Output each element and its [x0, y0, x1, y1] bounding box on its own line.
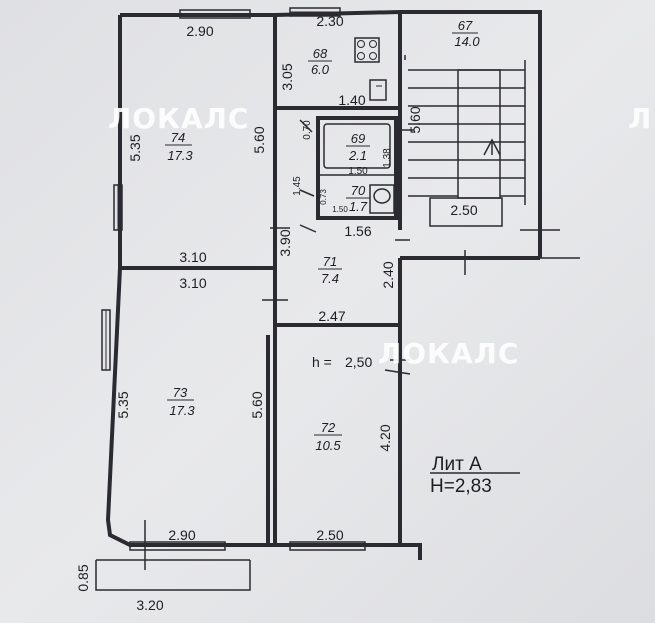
dim-corridor-left: 3.90 [277, 229, 293, 256]
litera-note: Лит А H=2,83 [430, 454, 520, 497]
doors [144, 119, 560, 570]
room-68-area: 6.0 [311, 62, 330, 77]
room-73-label: 73 17.3 [167, 385, 195, 418]
room-69-label: 69 2.1 [346, 131, 370, 163]
toilet [369, 184, 395, 214]
windows [101, 7, 366, 551]
room-68-label: 68 6.0 [308, 46, 332, 77]
dim-r72-bottom: 2.50 [316, 527, 343, 543]
room-67-area: 14.0 [454, 34, 480, 49]
balcony [95, 559, 251, 591]
ceiling-height-label: h = [312, 354, 332, 370]
dim-r68-left: 3.05 [279, 63, 295, 90]
room-67-label: 67 14.0 [452, 18, 480, 49]
room-71-number: 71 [323, 254, 337, 269]
watermark-brand-top: ЛОКАЛС [108, 102, 249, 135]
room-74-area: 17.3 [167, 148, 193, 163]
room-70-number: 70 [351, 183, 366, 198]
bathtub [323, 123, 391, 169]
dim-bath-width: 1.50 [348, 166, 368, 177]
dim-balcony-width: 3.20 [136, 597, 163, 613]
room-72-number: 72 [321, 420, 336, 435]
dim-bath-height: 1.38 [382, 148, 393, 168]
room-74-label: 74 17.3 [165, 130, 193, 163]
room-68-number: 68 [313, 46, 328, 61]
room-71-area: 7.4 [321, 271, 339, 286]
dim-bath-left: 0.70 [302, 120, 313, 140]
room-72-label: 72 10.5 [314, 420, 342, 453]
dim-r72-right: 4.20 [377, 424, 393, 451]
room-69-area: 2.1 [348, 148, 367, 163]
litera-height: H=2,83 [430, 476, 492, 497]
dim-r74-right: 5.60 [251, 126, 267, 153]
dim-stair-height: 5.60 [407, 106, 423, 133]
dim-r68-top: 2.30 [316, 13, 343, 29]
ceiling-height-value: 2,50 [345, 354, 372, 370]
dim-wc-left: 1.45 [292, 176, 303, 196]
litera-name: Лит А [432, 454, 482, 475]
room-72-area: 10.5 [315, 438, 341, 453]
kitchen-sink [369, 79, 387, 101]
dim-corridor-bottom: 2.47 [318, 308, 345, 324]
dimension-labels: 2.90 5.35 5.60 3.10 3.10 5.35 5.60 2.90 … [75, 13, 478, 613]
kitchen-stove [354, 37, 380, 63]
dim-r73-left: 5.35 [115, 391, 131, 418]
room-70-area: 1.7 [349, 199, 368, 214]
dim-wc-width: 1.50 [332, 205, 348, 214]
dim-r73-bottom: 2.90 [168, 527, 195, 543]
watermark-brand-right-fragment: Л [628, 102, 652, 135]
room-67-number: 67 [458, 18, 473, 33]
dim-balcony-depth: 0.85 [75, 564, 91, 591]
dim-r68-bottom: 1.40 [338, 92, 365, 108]
dim-r74-top: 2.90 [186, 23, 213, 39]
room-71-label: 71 7.4 [318, 254, 342, 286]
staircase [400, 55, 580, 259]
dim-corridor-right: 2.40 [380, 261, 396, 288]
dim-r74-bottom: 3.10 [179, 249, 206, 265]
dim-r74-left: 5.35 [127, 134, 143, 161]
ceiling-height-note: h = 2,50 [312, 354, 372, 370]
dim-wc-side: 0.73 [319, 189, 328, 205]
watermarks: ЛОКАЛС ЛОКАЛС Л [108, 102, 652, 370]
room-70-label: 70 1.7 [346, 183, 370, 214]
room-73-area: 17.3 [169, 403, 195, 418]
room-74-number: 74 [171, 130, 185, 145]
room-73-number: 73 [173, 385, 188, 400]
watermark-brand-middle: ЛОКАЛС [378, 337, 519, 370]
dim-r73-right: 5.60 [249, 391, 265, 418]
dim-stair-landing: 2.50 [450, 202, 477, 218]
dim-corridor-top: 1.56 [344, 223, 371, 239]
room-69-number: 69 [351, 131, 365, 146]
dim-r73-top: 3.10 [179, 275, 206, 291]
room-labels: 74 17.3 73 17.3 68 6.0 69 2.1 70 1.7 71 … [165, 18, 480, 453]
